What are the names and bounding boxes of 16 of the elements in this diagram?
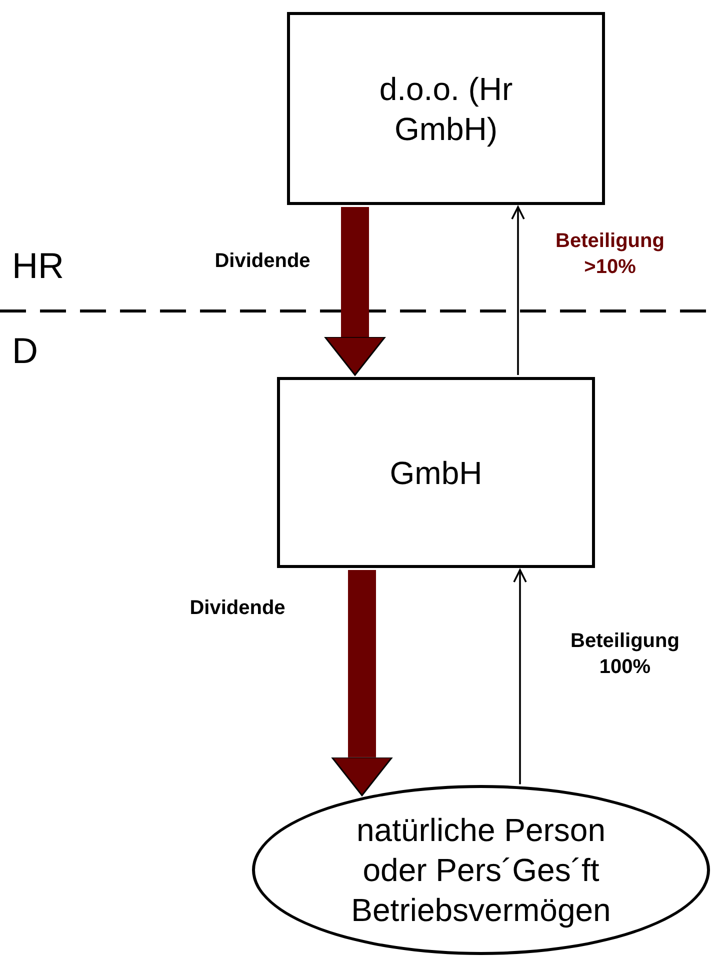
arrow [513, 569, 527, 784]
edge-label: Beteiligung >10% [554, 229, 666, 280]
node-text: natürliche Person oder Pers´Ges´ft Betriebsvermögen [350, 811, 612, 930]
arrow [324, 207, 386, 376]
box-node [277, 377, 595, 568]
arrow [331, 570, 393, 796]
region-label: D [12, 330, 38, 372]
arrow [511, 206, 525, 375]
edge-label: Dividende [214, 249, 312, 274]
ellipse-node [252, 785, 710, 955]
box-node [287, 12, 605, 205]
edge-label: Beteiligung 100% [570, 629, 680, 680]
region-label: HR [12, 245, 64, 287]
node-text: GmbH [390, 454, 482, 492]
node-text: d.o.o. (Hr GmbH) [378, 70, 514, 148]
edge-label: Dividende [188, 596, 286, 621]
